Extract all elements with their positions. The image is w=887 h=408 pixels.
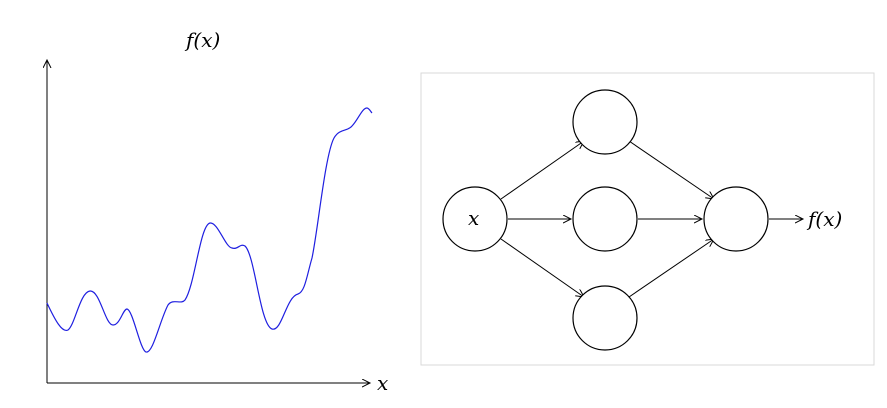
input-node [442,186,508,252]
hidden-node-3 [572,285,638,351]
edge-input-hidden-3 [500,238,584,297]
edge-hidden-1-output [628,140,714,199]
x-axis-label: x [377,371,388,395]
hidden-node-1 [572,89,638,155]
network-diagram: x f(x) [420,72,875,366]
function-plot: f(x) x [47,28,388,395]
y-axis-label: f(x) [184,28,220,52]
edge-input-hidden-1 [500,141,584,200]
edge-hidden-3-output [628,239,714,298]
network-edges [500,140,803,298]
output-node [703,186,769,252]
function-curve [46,107,373,353]
output-label: f(x) [806,207,842,231]
input-node-label: x [468,206,479,230]
hidden-node-2 [572,186,638,252]
